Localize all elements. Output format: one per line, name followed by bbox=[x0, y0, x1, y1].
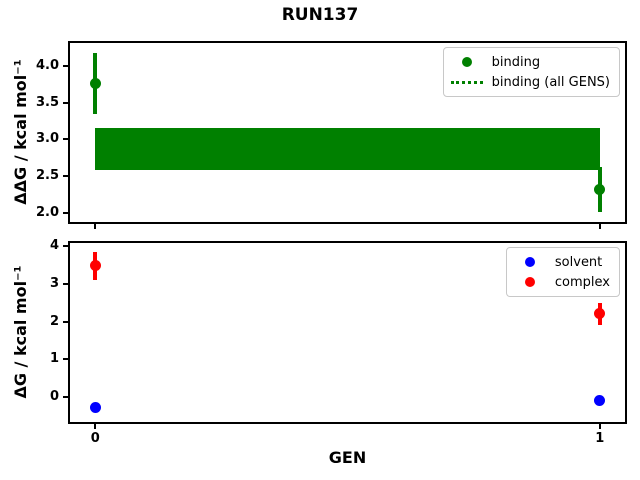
legend-label: solvent bbox=[554, 254, 603, 270]
legend-binding: binding binding (all GENS) bbox=[442, 47, 620, 97]
legend-handle bbox=[450, 80, 483, 84]
x-tick bbox=[94, 224, 97, 229]
x-tick-label: 1 bbox=[595, 431, 605, 446]
data-point-complex bbox=[89, 260, 101, 272]
y-tick-label: 3.5 bbox=[35, 94, 59, 110]
legend-label: binding bbox=[491, 54, 541, 70]
legend-item-binding: binding bbox=[451, 52, 610, 72]
y-tick-label: 4.0 bbox=[35, 57, 59, 73]
y-tick bbox=[63, 138, 68, 141]
y-tick bbox=[63, 396, 68, 399]
x-tick bbox=[598, 424, 601, 429]
legend-free-energy: solvent complex bbox=[505, 247, 620, 297]
legend-dot-icon bbox=[524, 257, 535, 267]
legend-dot-icon bbox=[461, 57, 472, 67]
y-tick bbox=[63, 101, 68, 104]
y-tick bbox=[63, 283, 68, 286]
legend-item-solvent: solvent bbox=[514, 252, 610, 272]
y-tick-label: 3 bbox=[49, 276, 59, 292]
y-tick bbox=[63, 358, 68, 361]
y-tick bbox=[63, 320, 68, 323]
data-point-binding bbox=[89, 78, 101, 89]
x-tick bbox=[598, 224, 601, 229]
y-tick-label: 2.5 bbox=[35, 168, 59, 184]
y-tick bbox=[63, 64, 68, 67]
x-tick-label: 0 bbox=[90, 431, 100, 446]
y-tick-label: 0 bbox=[49, 389, 59, 405]
y-tick-label: 4 bbox=[49, 238, 59, 254]
x-axis-label: GEN bbox=[328, 448, 367, 467]
legend-label: binding (all GENS) bbox=[491, 74, 610, 90]
data-point-solvent bbox=[594, 395, 606, 407]
x-tick bbox=[94, 424, 97, 429]
legend-item-binding-all-gens-: binding (all GENS) bbox=[450, 72, 610, 92]
figure-title: RUN137 bbox=[281, 5, 359, 25]
data-point-binding bbox=[594, 184, 606, 196]
y-tick bbox=[63, 245, 68, 248]
y-tick bbox=[63, 212, 68, 215]
band-binding-all-gens- bbox=[95, 128, 600, 171]
legend-dotted-line-icon bbox=[450, 80, 483, 84]
axes-free-energy: solvent complex bbox=[68, 241, 627, 424]
legend-item-complex: complex bbox=[514, 272, 610, 292]
legend-handle bbox=[514, 257, 546, 267]
legend-dot-icon bbox=[524, 277, 535, 287]
y-tick bbox=[63, 175, 68, 178]
legend-label: complex bbox=[554, 274, 610, 290]
y-tick-label: 2.0 bbox=[35, 205, 59, 221]
data-point-complex bbox=[594, 308, 606, 320]
y-tick-label: 1 bbox=[49, 351, 59, 367]
legend-handle bbox=[514, 277, 546, 287]
legend-handle bbox=[451, 57, 483, 67]
y-tick-label: 3.0 bbox=[35, 131, 59, 147]
data-point-solvent bbox=[89, 402, 101, 414]
y-tick-label: 2 bbox=[49, 313, 59, 329]
